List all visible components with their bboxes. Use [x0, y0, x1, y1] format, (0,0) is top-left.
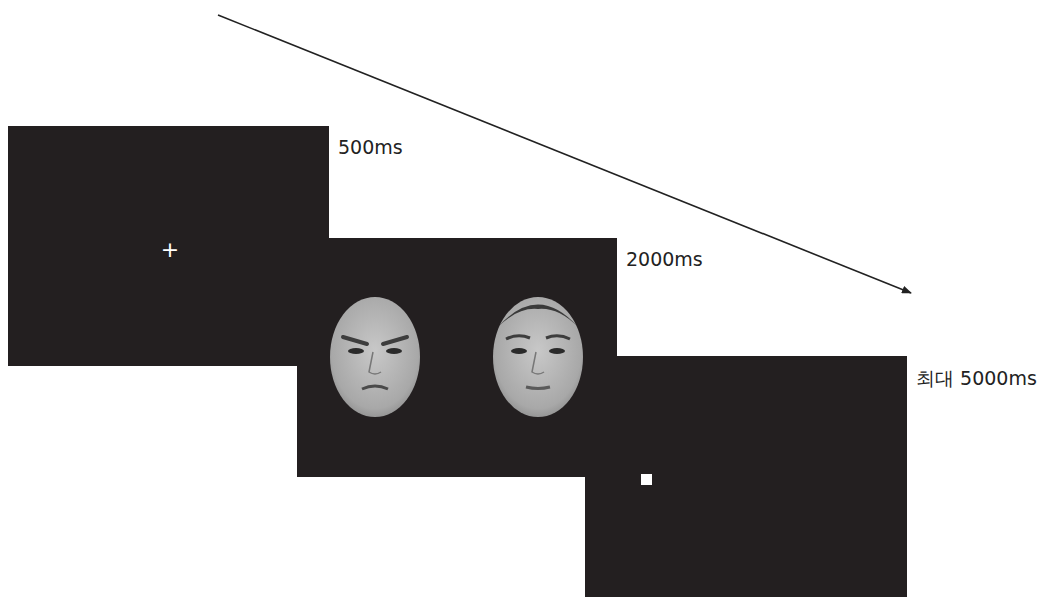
duration-label: 500ms	[338, 136, 403, 158]
display-screen: 최대 5000ms	[585, 356, 907, 597]
face-stimuli	[297, 238, 617, 477]
duration-label: 최대 5000ms	[916, 366, 1037, 392]
display-screen: 2000ms	[297, 238, 617, 477]
duration-label: 2000ms	[626, 248, 703, 270]
fixation-cross: +	[161, 239, 179, 261]
display-screen: 500ms+	[8, 126, 329, 366]
target-square	[641, 474, 652, 485]
